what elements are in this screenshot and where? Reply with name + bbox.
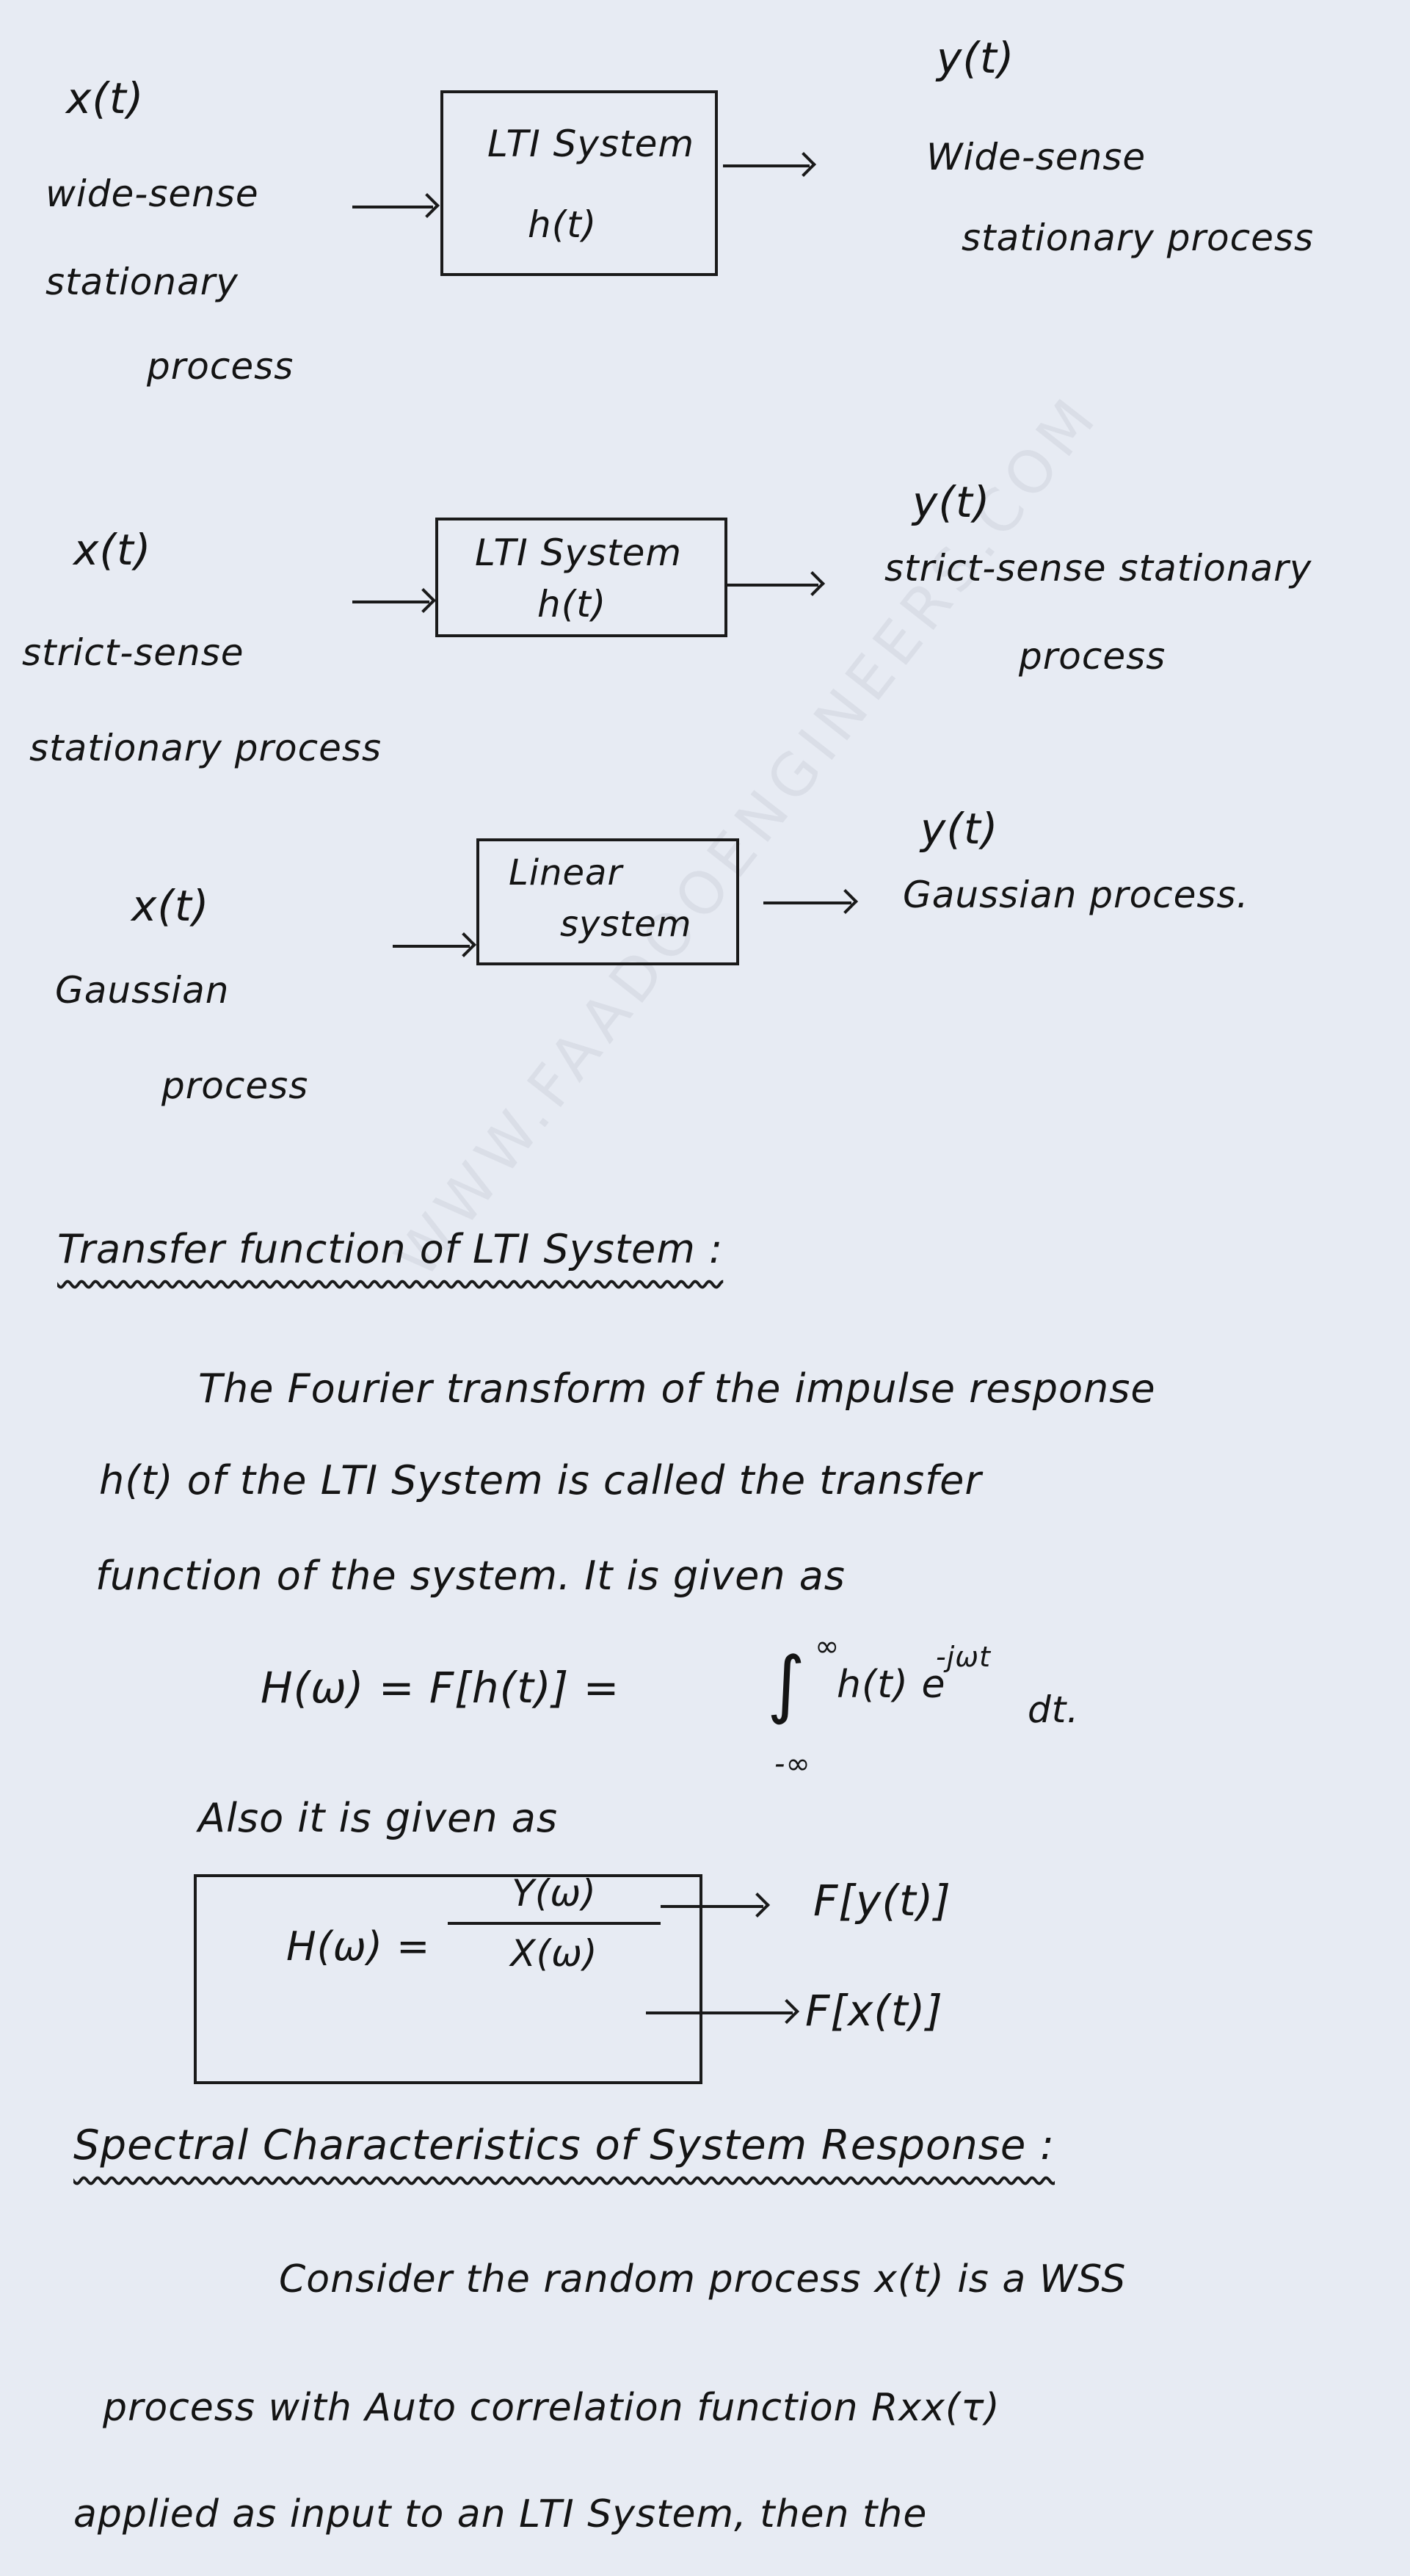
output-desc: Wide-sense <box>926 136 1146 178</box>
numerator: Y(ω) <box>512 1872 597 1915</box>
input-label: x(t) <box>131 881 210 931</box>
output-desc: process <box>1019 635 1166 678</box>
paragraph-line: h(t) of the LTI System is called the tra… <box>99 1457 982 1503</box>
arrow-icon <box>646 2011 793 2014</box>
paragraph-line: applied as input to an LTI System, then … <box>73 2492 928 2536</box>
input-desc: Gaussian <box>55 969 230 1012</box>
input-label: x(t) <box>73 525 152 575</box>
arrow-icon <box>661 1905 763 1908</box>
fraction: Y(ω) X(ω) <box>448 1872 661 1975</box>
system-label: system <box>560 904 692 945</box>
input-desc: stationary <box>46 261 239 303</box>
system-label: LTI System <box>487 123 695 165</box>
paragraph-line: process with Auto correlation function R… <box>103 2386 1000 2430</box>
output-label: y(t) <box>912 477 991 527</box>
impulse-response-label: h(t) <box>537 583 607 625</box>
paragraph-line: Consider the random process x(t) is a WS… <box>279 2257 1127 2301</box>
denominator-note: F[x(t)] <box>805 1986 943 2036</box>
also-given-text: Also it is given as <box>198 1795 558 1841</box>
section-heading: Spectral Characteristics of System Respo… <box>73 2122 1055 2169</box>
highlight-box <box>194 1874 702 2084</box>
input-desc: process <box>161 1064 309 1107</box>
input-label: x(t) <box>66 73 145 123</box>
system-label: Linear <box>509 852 623 893</box>
system-label: LTI System <box>475 531 683 574</box>
input-desc: process <box>147 345 294 388</box>
arrow-icon <box>763 901 851 904</box>
system-box: LTI System h(t) <box>435 518 727 637</box>
integral-lower-limit: -∞ <box>774 1747 811 1781</box>
denominator: X(ω) <box>510 1932 598 1975</box>
input-desc: strict-sense <box>22 631 244 674</box>
equation-exponent: -jωt <box>936 1641 991 1673</box>
impulse-response-label: h(t) <box>528 203 597 246</box>
input-desc: stationary process <box>29 727 382 769</box>
arrow-icon <box>393 945 470 948</box>
equation-body: h(t) e <box>837 1663 946 1707</box>
input-desc: wide-sense <box>46 173 259 215</box>
box-lhs: H(ω) = <box>286 1923 431 1970</box>
arrow-icon <box>727 584 818 587</box>
arrow-icon <box>352 601 429 603</box>
system-box: LTI System h(t) <box>440 90 718 276</box>
paragraph-line: The Fourier transform of the impulse res… <box>198 1365 1156 1412</box>
system-box: Linear system <box>476 838 739 965</box>
section-heading: Transfer function of LTI System : <box>57 1226 724 1272</box>
equation-dt: dt. <box>1028 1688 1080 1731</box>
equation-lhs: H(ω) = F[h(t)] = <box>261 1663 620 1713</box>
fraction-bar <box>448 1922 661 1925</box>
arrow-icon <box>723 164 810 167</box>
arrow-icon <box>352 206 433 208</box>
output-desc: Gaussian process. <box>903 874 1249 916</box>
output-desc: strict-sense stationary <box>884 547 1312 589</box>
integral-upper-limit: ∞ <box>815 1630 840 1663</box>
output-label: y(t) <box>920 804 999 854</box>
integral-sign: ∫ <box>767 1641 807 1727</box>
numerator-note: F[y(t)] <box>813 1876 951 1926</box>
output-desc: stationary process <box>962 217 1314 259</box>
output-label: y(t) <box>937 33 1015 83</box>
paragraph-line: function of the system. It is given as <box>95 1553 846 1599</box>
